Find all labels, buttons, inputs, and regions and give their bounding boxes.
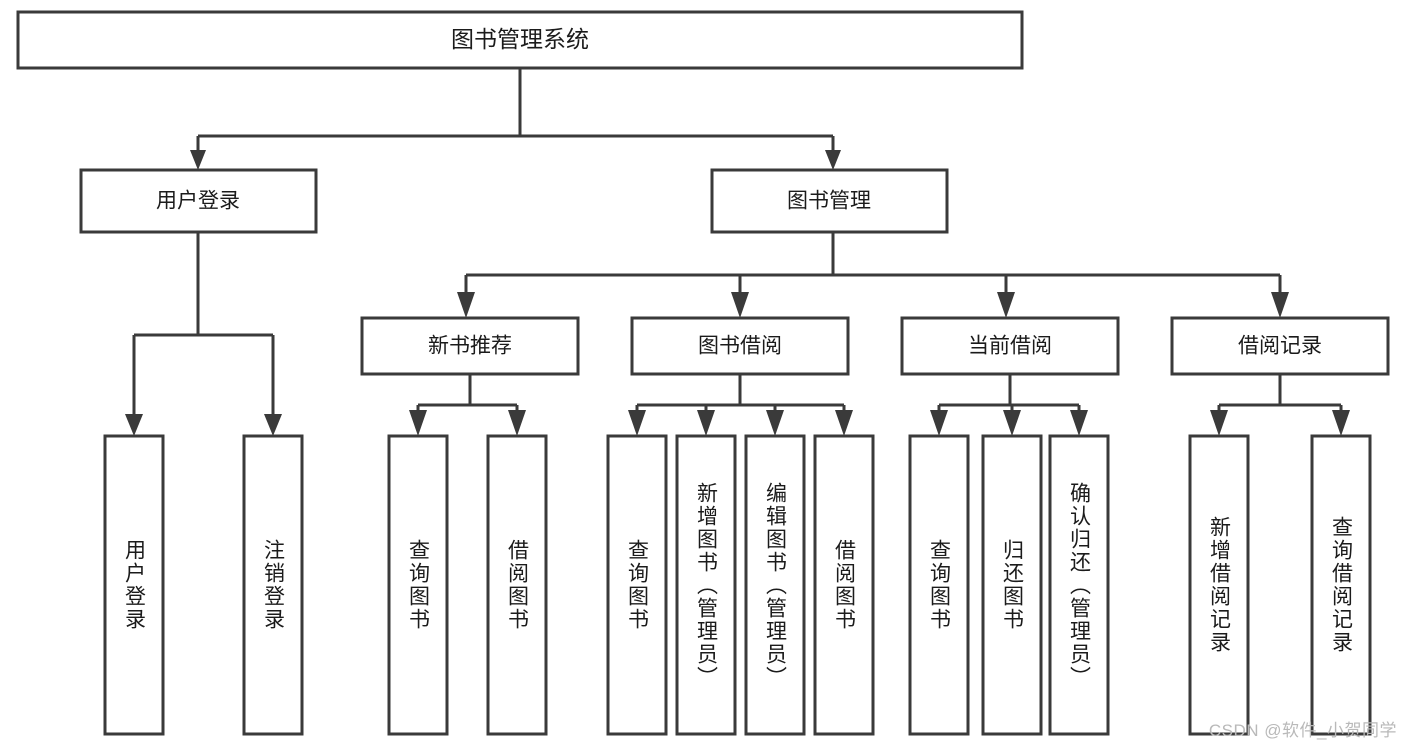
node-current-borrow[interactable]: 当前借阅 [900, 316, 1120, 376]
arrow-head-borrow-record [1271, 292, 1289, 318]
node-book-borrow-box[interactable] [630, 316, 850, 376]
node-new-book-rec-label: 新书推荐 [428, 335, 512, 358]
connector-layer [125, 68, 1350, 436]
node-user-login-label: 用户登录 [156, 190, 240, 213]
arrow-head-leaf-confirm-return [1070, 410, 1088, 436]
node-leaf-add-record-box[interactable] [1188, 434, 1250, 736]
node-user-login-box[interactable] [79, 168, 318, 234]
node-book-borrow[interactable]: 图书借阅 [630, 316, 850, 376]
node-root[interactable]: 图书管理系统 [16, 10, 1024, 70]
node-leaf-user-login-box[interactable] [103, 434, 165, 736]
node-leaf-borrow-book-2-box[interactable] [813, 434, 875, 736]
node-current-borrow-box[interactable] [900, 316, 1120, 376]
node-leaf-query-book-3-box[interactable] [908, 434, 970, 736]
node-leaf-query-record-box[interactable] [1310, 434, 1372, 736]
node-book-borrow-label: 图书借阅 [698, 335, 782, 358]
arrow-head-leaf-add-record [1210, 410, 1228, 436]
leaf-node-layer [103, 434, 1372, 736]
arrow-head-leaf-query-record [1332, 410, 1350, 436]
node-book-manage-box[interactable] [710, 168, 949, 234]
arrow-head-leaf-query-book-1 [409, 410, 427, 436]
arrow-head-leaf-edit-book [766, 410, 784, 436]
node-leaf-user-logout-box[interactable] [242, 434, 304, 736]
arrow-head-current-borrow [997, 292, 1015, 318]
node-current-borrow-label: 当前借阅 [968, 335, 1052, 358]
node-user-login[interactable]: 用户登录 [79, 168, 318, 234]
arrow-head-new-book-rec [457, 292, 475, 318]
arrow-head-leaf-user-login [125, 414, 143, 436]
arrow-head-leaf-borrow-book-1 [508, 410, 526, 436]
node-borrow-record[interactable]: 借阅记录 [1170, 316, 1390, 376]
csdn-watermark: CSDN @软件_小贺同学 [1208, 721, 1397, 740]
arrow-head-leaf-borrow-book-2 [835, 410, 853, 436]
node-new-book-rec-box[interactable] [360, 316, 580, 376]
node-root-box[interactable] [16, 10, 1024, 70]
node-leaf-confirm-return-box[interactable] [1048, 434, 1110, 736]
arrow-head-leaf-user-logout [264, 414, 282, 436]
node-root-label: 图书管理系统 [451, 26, 589, 52]
arrow-head-leaf-query-book-2 [628, 410, 646, 436]
arrow-head-leaf-return-book [1003, 410, 1021, 436]
node-book-manage[interactable]: 图书管理 [710, 168, 949, 234]
arrow-head-leaf-add-book [697, 410, 715, 436]
arrow-head-leaf-query-book-3 [930, 410, 948, 436]
arrow-head-book-borrow [731, 292, 749, 318]
node-leaf-edit-book-box[interactable] [744, 434, 806, 736]
node-new-book-rec[interactable]: 新书推荐 [360, 316, 580, 376]
node-leaf-query-book-1-box[interactable] [387, 434, 449, 736]
node-borrow-record-label: 借阅记录 [1238, 335, 1322, 358]
node-leaf-return-book-box[interactable] [981, 434, 1043, 736]
node-leaf-add-book-box[interactable] [675, 434, 737, 736]
node-borrow-record-box[interactable] [1170, 316, 1390, 376]
node-book-manage-label: 图书管理 [787, 190, 871, 213]
node-leaf-query-book-2-box[interactable] [606, 434, 668, 736]
arrow-head-user-login [190, 150, 206, 170]
node-leaf-borrow-book-1-box[interactable] [486, 434, 548, 736]
arrow-head-book-manage [825, 150, 841, 170]
